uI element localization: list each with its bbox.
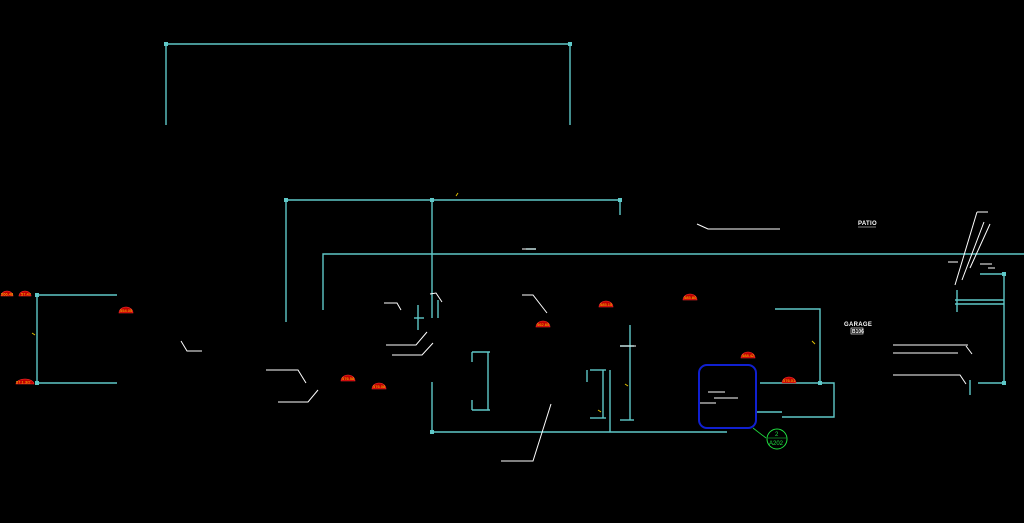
svg-text:566.48: 566.48 [1, 292, 14, 297]
elevation-tag: 585.80 [682, 293, 698, 301]
section-marker[interactable]: 2 A202 [766, 428, 788, 450]
elevation-tags: 566.48 57.47 554.05 57.1.3/2 562.65 585.… [0, 290, 797, 390]
svg-text:PATIO: PATIO [858, 221, 877, 227]
svg-text:585.15: 585.15 [600, 302, 613, 307]
annotation-marks [31, 192, 816, 413]
elevation-tag: 562.65 [535, 320, 551, 328]
elevation-tag: 57.1.3/2 [15, 378, 35, 385]
svg-text:588.42: 588.42 [742, 353, 755, 358]
svg-text:576.58: 576.58 [342, 376, 355, 381]
svg-text:B106: B106 [852, 329, 864, 335]
svg-text:585.80: 585.80 [684, 295, 697, 300]
svg-text:576.01: 576.01 [783, 378, 796, 383]
svg-text:554.05: 554.05 [120, 308, 133, 313]
wall-linework [36, 43, 1024, 433]
svg-text:576.08: 576.08 [373, 384, 386, 389]
svg-text:A202: A202 [769, 441, 784, 447]
svg-text:GARAGE: GARAGE [844, 322, 872, 328]
elevation-tag: 57.47 [18, 290, 32, 297]
room-label-garage: GARAGE B106 [844, 322, 872, 335]
svg-text:57.47: 57.47 [21, 292, 32, 297]
elevation-tag: 576.01 [781, 376, 797, 384]
svg-text:57.1.3/2: 57.1.3/2 [16, 380, 31, 385]
elevation-tag: 576.58 [340, 374, 356, 382]
elevation-tag: 585.15 [598, 300, 614, 308]
detail-linework [180, 211, 995, 462]
svg-text:562.65: 562.65 [537, 322, 550, 327]
svg-text:2: 2 [775, 432, 779, 438]
vertex-markers [35, 42, 1006, 434]
elevation-tag: 554.05 [118, 306, 134, 314]
elevation-tag: 566.48 [0, 290, 14, 297]
elevation-tag: 576.08 [371, 382, 387, 390]
selection-highlight[interactable] [698, 364, 767, 439]
elevation-tag: 588.42 [740, 351, 756, 359]
room-label-patio: PATIO [858, 221, 877, 228]
